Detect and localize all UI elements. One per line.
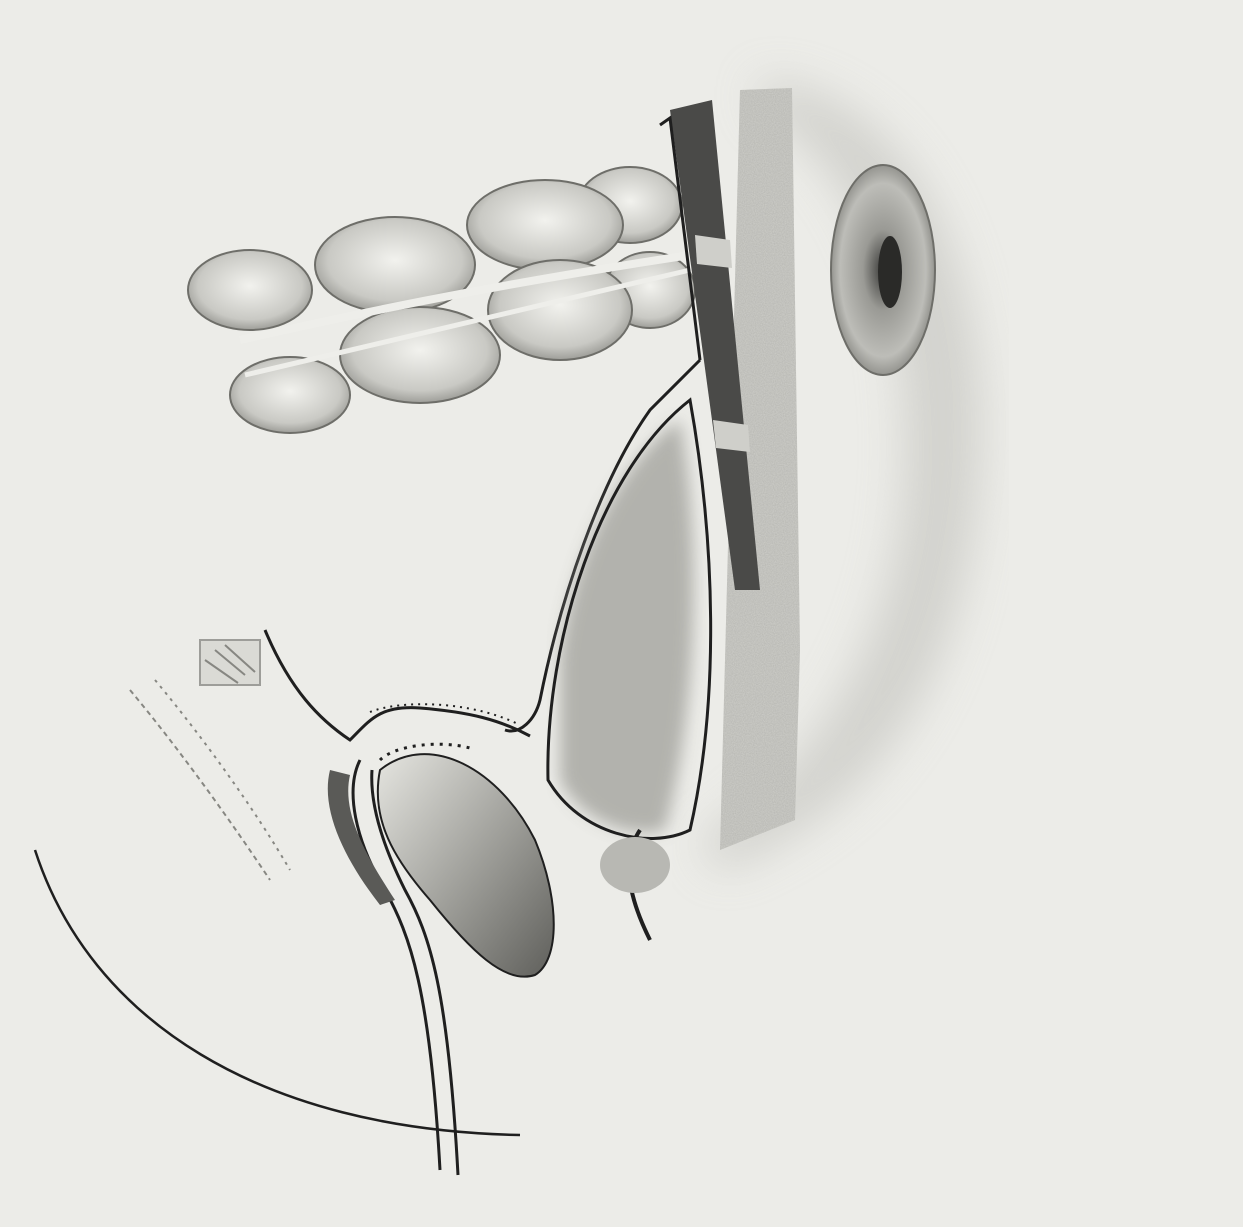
umbilicus	[831, 165, 935, 375]
